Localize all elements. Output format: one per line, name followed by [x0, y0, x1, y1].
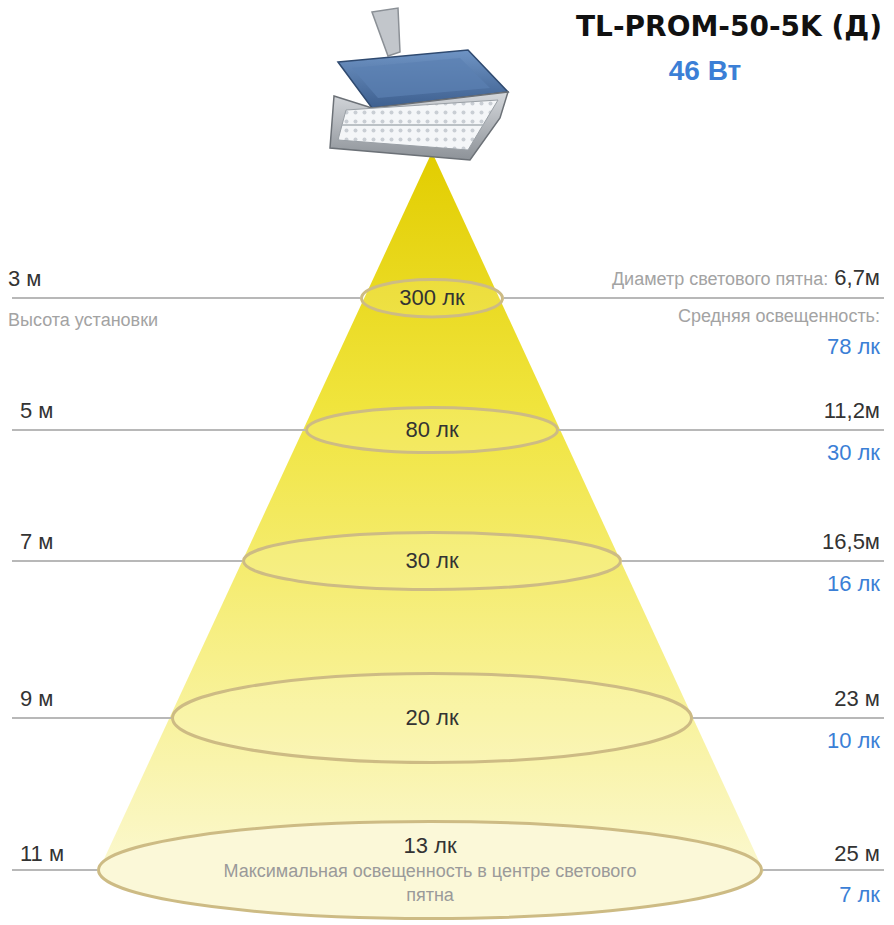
- center-illuminance: 80 лк: [405, 417, 458, 443]
- ellipse-outline: [173, 674, 692, 763]
- average-illuminance: 78 лк: [827, 334, 880, 360]
- level-line: [12, 297, 360, 299]
- average-illuminance: 10 лк: [827, 728, 880, 754]
- mount-height: 9 м: [20, 686, 53, 712]
- light-spot-ellipse: 13 лкМаксимальная освещенность в центре …: [97, 820, 763, 920]
- axis-caption: Высота установки: [8, 310, 158, 332]
- spot-diameter: 6,7м: [834, 265, 880, 291]
- center-illuminance: 30 лк: [405, 548, 458, 574]
- axis-caption: Средняя освещенность:: [678, 306, 880, 328]
- light-spot-ellipse: 300 лк: [360, 278, 504, 318]
- spot-diameter: 25 м: [834, 841, 880, 867]
- average-illuminance: 7 лк: [839, 882, 880, 908]
- level-line: [12, 869, 97, 871]
- average-illuminance: 16 лк: [827, 571, 880, 597]
- spot-diameter: 23 м: [834, 686, 880, 712]
- center-illuminance: 13 лк: [403, 833, 456, 859]
- center-illuminance: 20 лк: [405, 705, 458, 731]
- mount-height: 11 м: [20, 841, 64, 867]
- product-title: TL-PROM-50-5K (Д): [576, 10, 882, 43]
- spot-note: Максимальная освещенность в центре свето…: [220, 859, 640, 908]
- level-line: [622, 560, 884, 562]
- power-rating: 46 Вт: [669, 54, 742, 88]
- light-spot-ellipse: 30 лк: [242, 531, 622, 591]
- level-line: [12, 429, 305, 431]
- axis-caption: Диаметр светового пятна:: [612, 269, 828, 291]
- ellipse-outline: [362, 279, 503, 316]
- level-line: [693, 717, 884, 719]
- spot-diameter: 16,5м: [822, 529, 880, 555]
- level-line: [504, 297, 884, 299]
- level-line: [12, 560, 242, 562]
- mount-height: 3 м: [8, 266, 41, 292]
- mount-height: 5 м: [20, 398, 53, 424]
- ellipse-outline: [307, 408, 558, 453]
- light-cone: [98, 152, 764, 872]
- level-line: [12, 717, 171, 719]
- level-lines: [12, 298, 884, 870]
- lamp-illustration: [330, 8, 508, 160]
- ellipse-outline: [99, 822, 762, 919]
- light-spot-ellipse: 20 лк: [171, 672, 693, 764]
- level-line: [559, 429, 884, 431]
- mount-height: 7 м: [20, 529, 53, 555]
- level-line: [763, 869, 884, 871]
- center-illuminance: 300 лк: [399, 285, 464, 311]
- ellipse-outline: [244, 533, 621, 590]
- spot-diameter: 11,2м: [824, 398, 880, 424]
- light-spot-ellipse: 80 лк: [305, 406, 559, 454]
- average-illuminance: 30 лк: [827, 440, 880, 466]
